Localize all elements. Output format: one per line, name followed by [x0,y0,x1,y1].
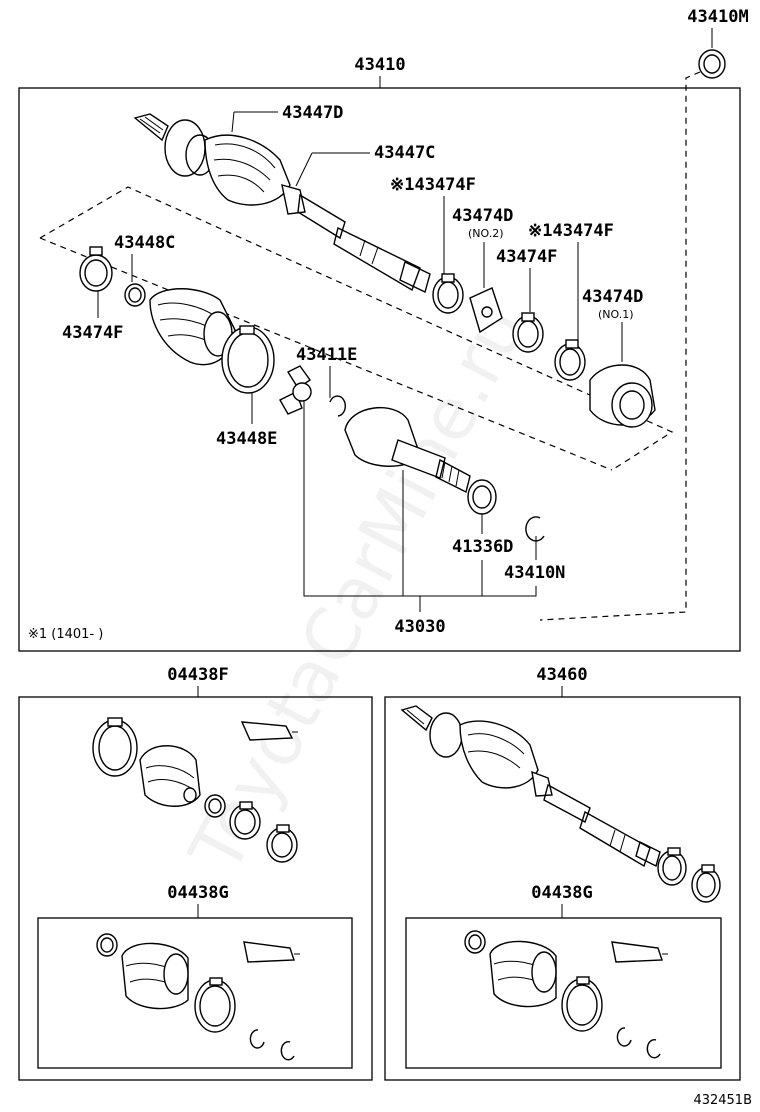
label-43448C[interactable]: 43448C [114,233,175,253]
label-04438G-right[interactable]: 04438G [531,883,592,903]
grease-tube-04438G-left [243,941,300,963]
clamp-43460-a [657,847,687,886]
label-no2: (NO.2) [468,227,504,240]
clamp-43460-b [691,864,721,903]
clamp-mid-04438F-a [229,801,261,840]
clamp-small-04438F [204,794,226,818]
label-43474F-a[interactable]: ※143474F [390,175,476,195]
clamp-43474F-c [79,246,113,292]
figure-id: 432451B [693,1093,752,1108]
clamp-small-04438G-left [96,933,118,957]
footnote: ※1 (1401- ) [28,627,103,642]
snap-rings-04438G-left [249,1029,295,1061]
clamp-43448E [221,325,275,394]
label-43474F-b[interactable]: ※143474F [528,221,614,241]
seal-43410M [698,49,726,79]
clamp-small-04438G-right [464,930,486,954]
tripod-43411E [279,365,312,415]
label-43410N[interactable]: 43410N [504,563,565,583]
label-43474D-no1[interactable]: 43474D [582,287,643,307]
outer-joint-shaft [133,113,431,293]
kit-04438G-left-box [37,917,353,1069]
label-43474F-c[interactable]: 43474F [62,323,123,343]
clamp-large-04438G-right [561,976,603,1032]
grease-tube-04438F [240,721,298,741]
kit-04438F-box [18,696,373,1081]
label-41336D[interactable]: 41336D [452,537,513,557]
clamp-43448C [124,283,146,307]
clamp-mid-04438F-b [266,824,298,863]
inner-joint-43030 [344,406,471,494]
damper-43474D-no2 [469,287,503,334]
shaft-43460 [400,705,661,868]
snap-ring-43411E [329,395,346,417]
label-43411E[interactable]: 43411E [296,345,357,365]
label-no1: (NO.1) [598,308,634,321]
clamp-43474F-e [512,312,544,353]
label-43474F-d[interactable]: 43474F [496,247,557,267]
boot-04438G-right [489,940,557,1008]
label-43460[interactable]: 43460 [536,665,587,685]
label-43410M[interactable]: 43410M [687,7,748,27]
snap-ring-43410N [525,516,545,542]
kit-04438F-group: 04438F [18,665,373,1081]
seal-41336D [467,479,497,515]
label-43448E[interactable]: 43448E [216,429,277,449]
snap-rings-04438G-right [616,1027,661,1059]
boot-04438F [139,745,201,807]
clamp-43474F-d [554,339,586,381]
label-43410[interactable]: 43410 [354,55,405,75]
boot-04438G-left [121,942,189,1010]
label-04438G-left[interactable]: 04438G [167,883,228,903]
assembly-43460-group: 43460 04438G [384,665,741,1081]
clamp-large-04438G-left [194,977,236,1033]
label-43474D-no2[interactable]: 43474D [452,206,513,226]
label-43030[interactable]: 43030 [394,617,445,637]
main-assembly-group: 43410 43410M 43447D [18,7,749,652]
label-43447D[interactable]: 43447D [282,103,343,123]
label-04438F[interactable]: 04438F [167,665,228,685]
grease-tube-04438G-right [611,941,668,963]
damper-43474D-no1 [589,364,656,428]
kit-04438G-right-box [405,917,722,1069]
clamp-large-04438F [92,717,138,777]
assembly-43460-box [384,696,741,1081]
label-43447C[interactable]: 43447C [374,143,435,163]
clamp-43474F-a [432,273,464,314]
